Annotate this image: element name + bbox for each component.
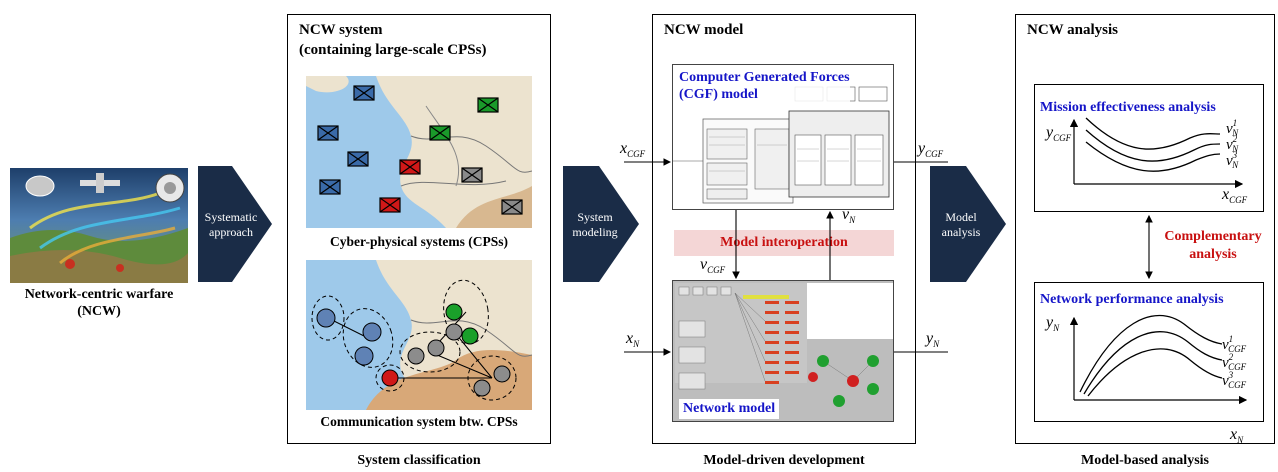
model-based-analysis-caption: Model-based analysis	[1081, 453, 1209, 468]
system-classification-caption: System classification	[357, 453, 481, 468]
cgf-title-line2: (CGF) model	[679, 87, 758, 102]
x-n-subscript: N	[633, 339, 640, 349]
step-label-3-line1: Model	[945, 210, 977, 224]
ncw-illustration	[10, 168, 188, 283]
communication-map	[306, 260, 533, 410]
network-y-axis-label: yN	[1046, 314, 1059, 333]
mission-y-subscript: CGF	[1053, 133, 1072, 143]
v-cgf-subscript: CGF	[707, 265, 726, 275]
y-cgf-symbol: y	[918, 140, 926, 157]
ncw-caption-line2: (NCW)	[77, 304, 121, 319]
step-arrow-2	[563, 166, 639, 282]
mission-v1-sub: N	[1232, 128, 1239, 138]
step-label-2-line1: System	[577, 210, 613, 224]
mission-v2-symbol: v	[1226, 137, 1233, 153]
network-v3-symbol: v	[1222, 373, 1229, 389]
step-label-1: Systematic approach	[198, 210, 264, 240]
mission-curve-label-1: v1N	[1226, 118, 1243, 138]
network-model-label: Network model	[679, 399, 780, 419]
x-n-label: xN	[626, 330, 639, 349]
network-v2-sup: 2	[1228, 352, 1234, 362]
step-label-3: Model analysis	[930, 210, 992, 240]
network-v3-sub: CGF	[1228, 380, 1247, 390]
network-curve-label-3: v3CGF	[1222, 370, 1251, 390]
mission-v1-symbol: v	[1226, 121, 1233, 137]
mission-v2-sub: N	[1232, 144, 1239, 154]
network-x-subscript: N	[1237, 435, 1244, 445]
network-v2-sub: CGF	[1228, 362, 1247, 372]
model-title: NCW model	[664, 22, 744, 38]
system-title-line2: (containing large-scale CPSs)	[299, 42, 487, 58]
step-label-1-line1: Systematic	[204, 210, 258, 224]
network-v1-symbol: v	[1222, 337, 1229, 353]
network-curve-label-2: v2CGF	[1222, 352, 1251, 372]
ncw-caption: Network-centric warfare (NCW)	[4, 286, 194, 320]
mission-effectiveness-plot	[1069, 117, 1244, 189]
communication-map-caption: Communication system btw. CPSs	[320, 414, 518, 429]
network-performance-title: Network performance analysis	[1040, 292, 1224, 307]
v-n-subscript: N	[849, 215, 856, 225]
step-label-1-line2: approach	[209, 225, 253, 239]
mission-effectiveness-title: Mission effectiveness analysis	[1040, 100, 1216, 115]
v-cgf-label: vCGF	[700, 256, 725, 275]
cps-map-caption: Cyber-physical systems (CPSs)	[330, 234, 508, 249]
mission-y-symbol: y	[1046, 124, 1054, 141]
network-y-subscript: N	[1053, 323, 1060, 333]
network-performance-plot	[1069, 314, 1248, 405]
y-n-subscript: N	[933, 339, 940, 349]
v-cgf-symbol: v	[700, 256, 708, 273]
mission-effectiveness-panel	[1034, 84, 1264, 212]
y-n-symbol: y	[926, 330, 934, 347]
step-label-3-line2: analysis	[941, 225, 981, 239]
mission-x-symbol: x	[1222, 186, 1230, 203]
y-n-label: yN	[926, 330, 939, 349]
system-title: NCW system (containing large-scale CPSs)	[299, 20, 486, 60]
complementary-line1: Complementary	[1164, 229, 1262, 244]
network-v2-symbol: v	[1222, 355, 1229, 371]
mission-v1-sup: 1	[1232, 118, 1238, 128]
v-n-symbol: v	[842, 206, 850, 223]
mission-v2-sup: 2	[1232, 134, 1238, 144]
x-n-symbol: x	[626, 330, 634, 347]
ncw-caption-line1: Network-centric warfare	[24, 287, 174, 302]
mission-curve-label-3: v3N	[1226, 150, 1243, 170]
x-cgf-symbol: x	[620, 140, 628, 157]
cgf-model-title: Computer Generated Forces (CGF) model	[679, 69, 850, 103]
cps-map	[306, 76, 533, 228]
system-title-line1: NCW system	[299, 22, 383, 38]
cgf-model-panel: Computer Generated Forces (CGF) model	[672, 64, 894, 210]
mission-v3-sub: N	[1232, 160, 1239, 170]
network-y-symbol: y	[1046, 314, 1054, 331]
analysis-title: NCW analysis	[1027, 22, 1118, 38]
cgf-title-line1: Computer Generated Forces	[679, 70, 850, 85]
step-label-2-line2: modeling	[572, 225, 618, 239]
network-model-panel: Network model	[672, 280, 894, 422]
model-interoperation-label: Model interoperation	[674, 230, 894, 256]
network-v3-sup: 3	[1228, 370, 1234, 380]
step-arrow-3	[930, 166, 1006, 282]
network-x-symbol: x	[1230, 426, 1238, 443]
mission-x-axis-label: xCGF	[1222, 186, 1247, 205]
mission-curve-label-2: v2N	[1226, 134, 1243, 154]
mission-x-subscript: CGF	[1229, 195, 1248, 205]
x-cgf-subscript: CGF	[627, 149, 646, 159]
mission-y-axis-label: yCGF	[1046, 124, 1071, 143]
step-arrow-1	[198, 166, 272, 282]
v-n-label: vN	[842, 206, 855, 225]
x-cgf-label: xCGF	[620, 140, 645, 159]
y-cgf-label: yCGF	[918, 140, 943, 159]
y-cgf-subscript: CGF	[925, 149, 944, 159]
network-curve-label-1: v1CGF	[1222, 334, 1251, 354]
complementary-line2: analysis	[1189, 247, 1237, 262]
mission-v3-sup: 3	[1232, 150, 1238, 160]
complementary-analysis-label: Complementary analysis	[1150, 228, 1276, 264]
network-performance-panel	[1034, 282, 1264, 422]
complementary-arrow	[1145, 214, 1153, 280]
step-label-2: System modeling	[563, 210, 627, 240]
mission-v3-symbol: v	[1226, 153, 1233, 169]
network-x-axis-label: xN	[1230, 426, 1243, 445]
model-driven-caption: Model-driven development	[703, 453, 865, 468]
network-v1-sub: CGF	[1228, 344, 1247, 354]
network-v1-sup: 1	[1228, 334, 1234, 344]
